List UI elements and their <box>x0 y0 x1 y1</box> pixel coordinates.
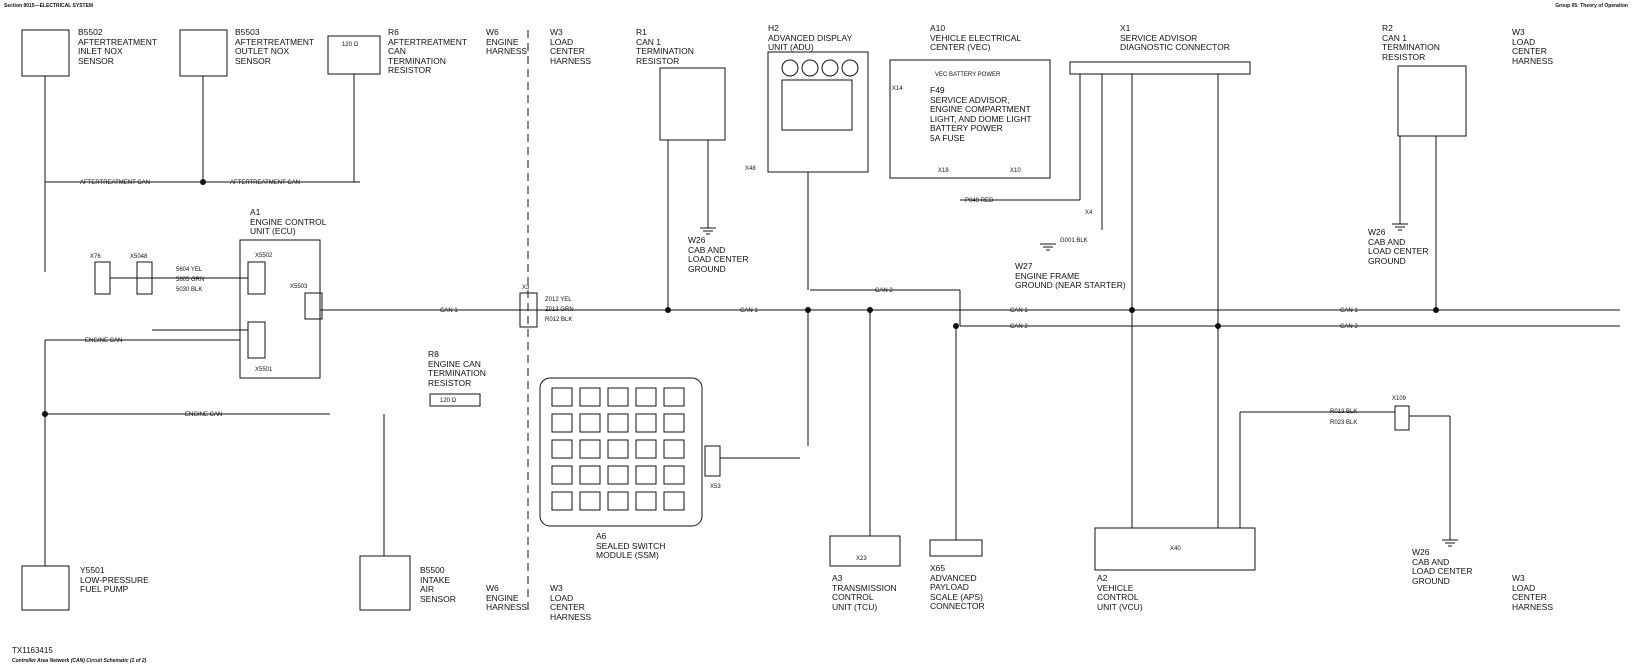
x76-box <box>94 261 111 295</box>
label-h2: H2 ADVANCED DISPLAY UNIT (ADU) <box>768 23 853 52</box>
x5503-box <box>304 292 323 320</box>
label-w6-top: W6 ENGINE HARNESS <box>486 27 528 56</box>
a6-box <box>539 377 703 527</box>
label-f49: F49 SERVICE ADVISOR, ENGINE COMPARTMENT … <box>930 85 1032 143</box>
x5501-box <box>247 321 266 359</box>
r8-box <box>429 393 481 407</box>
ground-symbols <box>700 223 1458 547</box>
connector-x5501: X5501 <box>255 367 273 373</box>
wire-g001: G001 BLK <box>1060 238 1088 244</box>
x5502-box <box>247 261 266 295</box>
figure-caption: Controller Area Network (CAN) Circuit Sc… <box>12 658 147 664</box>
label-x1: X1 SERVICE ADVISOR DIAGNOSTIC CONNECTOR <box>1120 23 1230 52</box>
r1-box <box>659 67 726 141</box>
connector-x5048: X5048 <box>130 254 148 260</box>
connector-x76: X76 <box>90 254 101 260</box>
label-a10: A10 VEHICLE ELECTRICAL CENTER (VEC) <box>930 23 1022 52</box>
connector-x5502: X5502 <box>255 253 273 259</box>
x53-box <box>704 445 721 477</box>
label-r2: R2 CAN 1 TERMINATION RESISTOR <box>1382 23 1440 62</box>
label-y5501: Y5501 LOW-PRESSURE FUEL PUMP <box>80 565 149 594</box>
vec-battery-power: VEC BATTERY POWER <box>935 72 1001 78</box>
x23-box <box>829 535 901 567</box>
engine-can-label-a: ENGINE CAN <box>85 338 122 344</box>
aftertreatment-can-label-b: AFTERTREATMENT CAN <box>230 180 300 186</box>
label-a6: A6 SEALED SWITCH MODULE (SSM) <box>596 531 666 560</box>
engine-can-label-b: ENGINE CAN <box>185 412 222 418</box>
label-w3-bottom: W3 LOAD CENTER HARNESS <box>550 583 592 622</box>
resistor-r8-value: 120 Ω <box>440 398 457 404</box>
wire-z012: Z012 YEL <box>545 297 572 303</box>
label-w3-right: W3 LOAD CENTER HARNESS <box>1512 27 1554 66</box>
r2-box <box>1397 65 1467 137</box>
wire-r023: R023 BLK <box>1330 420 1357 426</box>
b5503-box <box>179 29 228 77</box>
can2-label-a: CAN 2 <box>875 288 893 294</box>
wire-r012: R012 BLK <box>545 317 572 323</box>
label-r1: R1 CAN 1 TERMINATION RESISTOR <box>636 27 694 66</box>
connector-x23: X23 <box>856 556 867 562</box>
can1-label-b: CAN 1 <box>740 308 758 314</box>
wire-r013: R013 BLK <box>1330 409 1357 415</box>
label-w26-bottom: W26 CAB AND LOAD CENTER GROUND <box>1412 547 1473 586</box>
label-w6-bottom: W6 ENGINE HARNESS <box>486 583 528 612</box>
connector-x53: X53 <box>710 484 721 490</box>
label-b5502: B5502 AFTERTREATMENT INLET NOX SENSOR <box>78 27 158 66</box>
label-r6: R6 AFTERTREATMENT CAN TERMINATION RESIST… <box>388 27 468 75</box>
connector-x3: X3 <box>522 285 530 291</box>
label-a2: A2 VEHICLE CONTROL UNIT (VCU) <box>1097 573 1143 612</box>
a1-box <box>239 239 321 379</box>
label-b5503: B5503 AFTERTREATMENT OUTLET NOX SENSOR <box>235 27 315 66</box>
can1-label-a: CAN 1 <box>440 308 458 314</box>
x65-box <box>929 539 983 557</box>
wire-5605: 5605 GRN <box>176 277 204 283</box>
resistor-r6-value: 120 Ω <box>342 42 359 48</box>
wire-5030: 5030 BLK <box>176 287 202 293</box>
x109-box <box>1394 405 1410 431</box>
x1-box <box>1069 61 1251 75</box>
connector-x14: X14 <box>892 86 903 92</box>
figure-id: TX1163415 <box>12 646 53 655</box>
ssm-switch-grid <box>551 387 685 511</box>
connector-x109: X109 <box>1392 396 1407 402</box>
connector-x10: X10 <box>1010 168 1021 174</box>
a10-box <box>889 59 1051 179</box>
can1-label-c: CAN 1 <box>1010 308 1028 314</box>
aftertreatment-can-label-a: AFTERTREATMENT CAN <box>80 180 150 186</box>
label-w3-bottom-right: W3 LOAD CENTER HARNESS <box>1512 573 1554 612</box>
wire-p049: P049 RED <box>965 198 994 204</box>
label-w26-r1: W26 CAB AND LOAD CENTER GROUND <box>688 235 749 274</box>
connector-x5503: X5503 <box>290 284 308 290</box>
label-b5500: B5500 INTAKE AIR SENSOR <box>420 565 456 604</box>
y5501-box <box>21 565 70 611</box>
label-r8: R8 ENGINE CAN TERMINATION RESISTOR <box>428 349 486 388</box>
label-a1: A1 ENGINE CONTROL UNIT (ECU) <box>250 207 327 236</box>
can1-label-d: CAN 1 <box>1340 308 1358 314</box>
can2-label-b: CAN 2 <box>1010 324 1028 330</box>
h2-screen <box>781 79 853 131</box>
label-w3-top: W3 LOAD CENTER HARNESS <box>550 27 592 66</box>
connector-x40: X40 <box>1170 546 1181 552</box>
header-group: Group 05: Theory of Operation <box>1555 3 1628 9</box>
label-x65: X65 ADVANCED PAYLOAD SCALE (APS) CONNECT… <box>930 563 985 611</box>
connector-x4: X4 <box>1085 210 1093 216</box>
b5502-box <box>21 29 70 77</box>
h2-box <box>767 51 869 173</box>
wire-5604: 5604 YEL <box>176 267 203 273</box>
label-a3: A3 TRANSMISSION CONTROL UNIT (TCU) <box>832 573 897 612</box>
label-w26-r2: W26 CAB AND LOAD CENTER GROUND <box>1368 227 1429 266</box>
junction-dots <box>42 179 1439 417</box>
connector-x18: X18 <box>938 168 949 174</box>
x40-box <box>1094 527 1256 571</box>
can2-label-c: CAN 2 <box>1340 324 1358 330</box>
header-section: Section 9015—ELECTRICAL SYSTEM <box>4 3 94 9</box>
connector-x48: X48 <box>745 166 756 172</box>
wire-z013: Z013 GRN <box>545 307 574 313</box>
b5500-box <box>359 555 411 611</box>
label-w27: W27 ENGINE FRAME GROUND (NEAR STARTER) <box>1015 261 1126 290</box>
